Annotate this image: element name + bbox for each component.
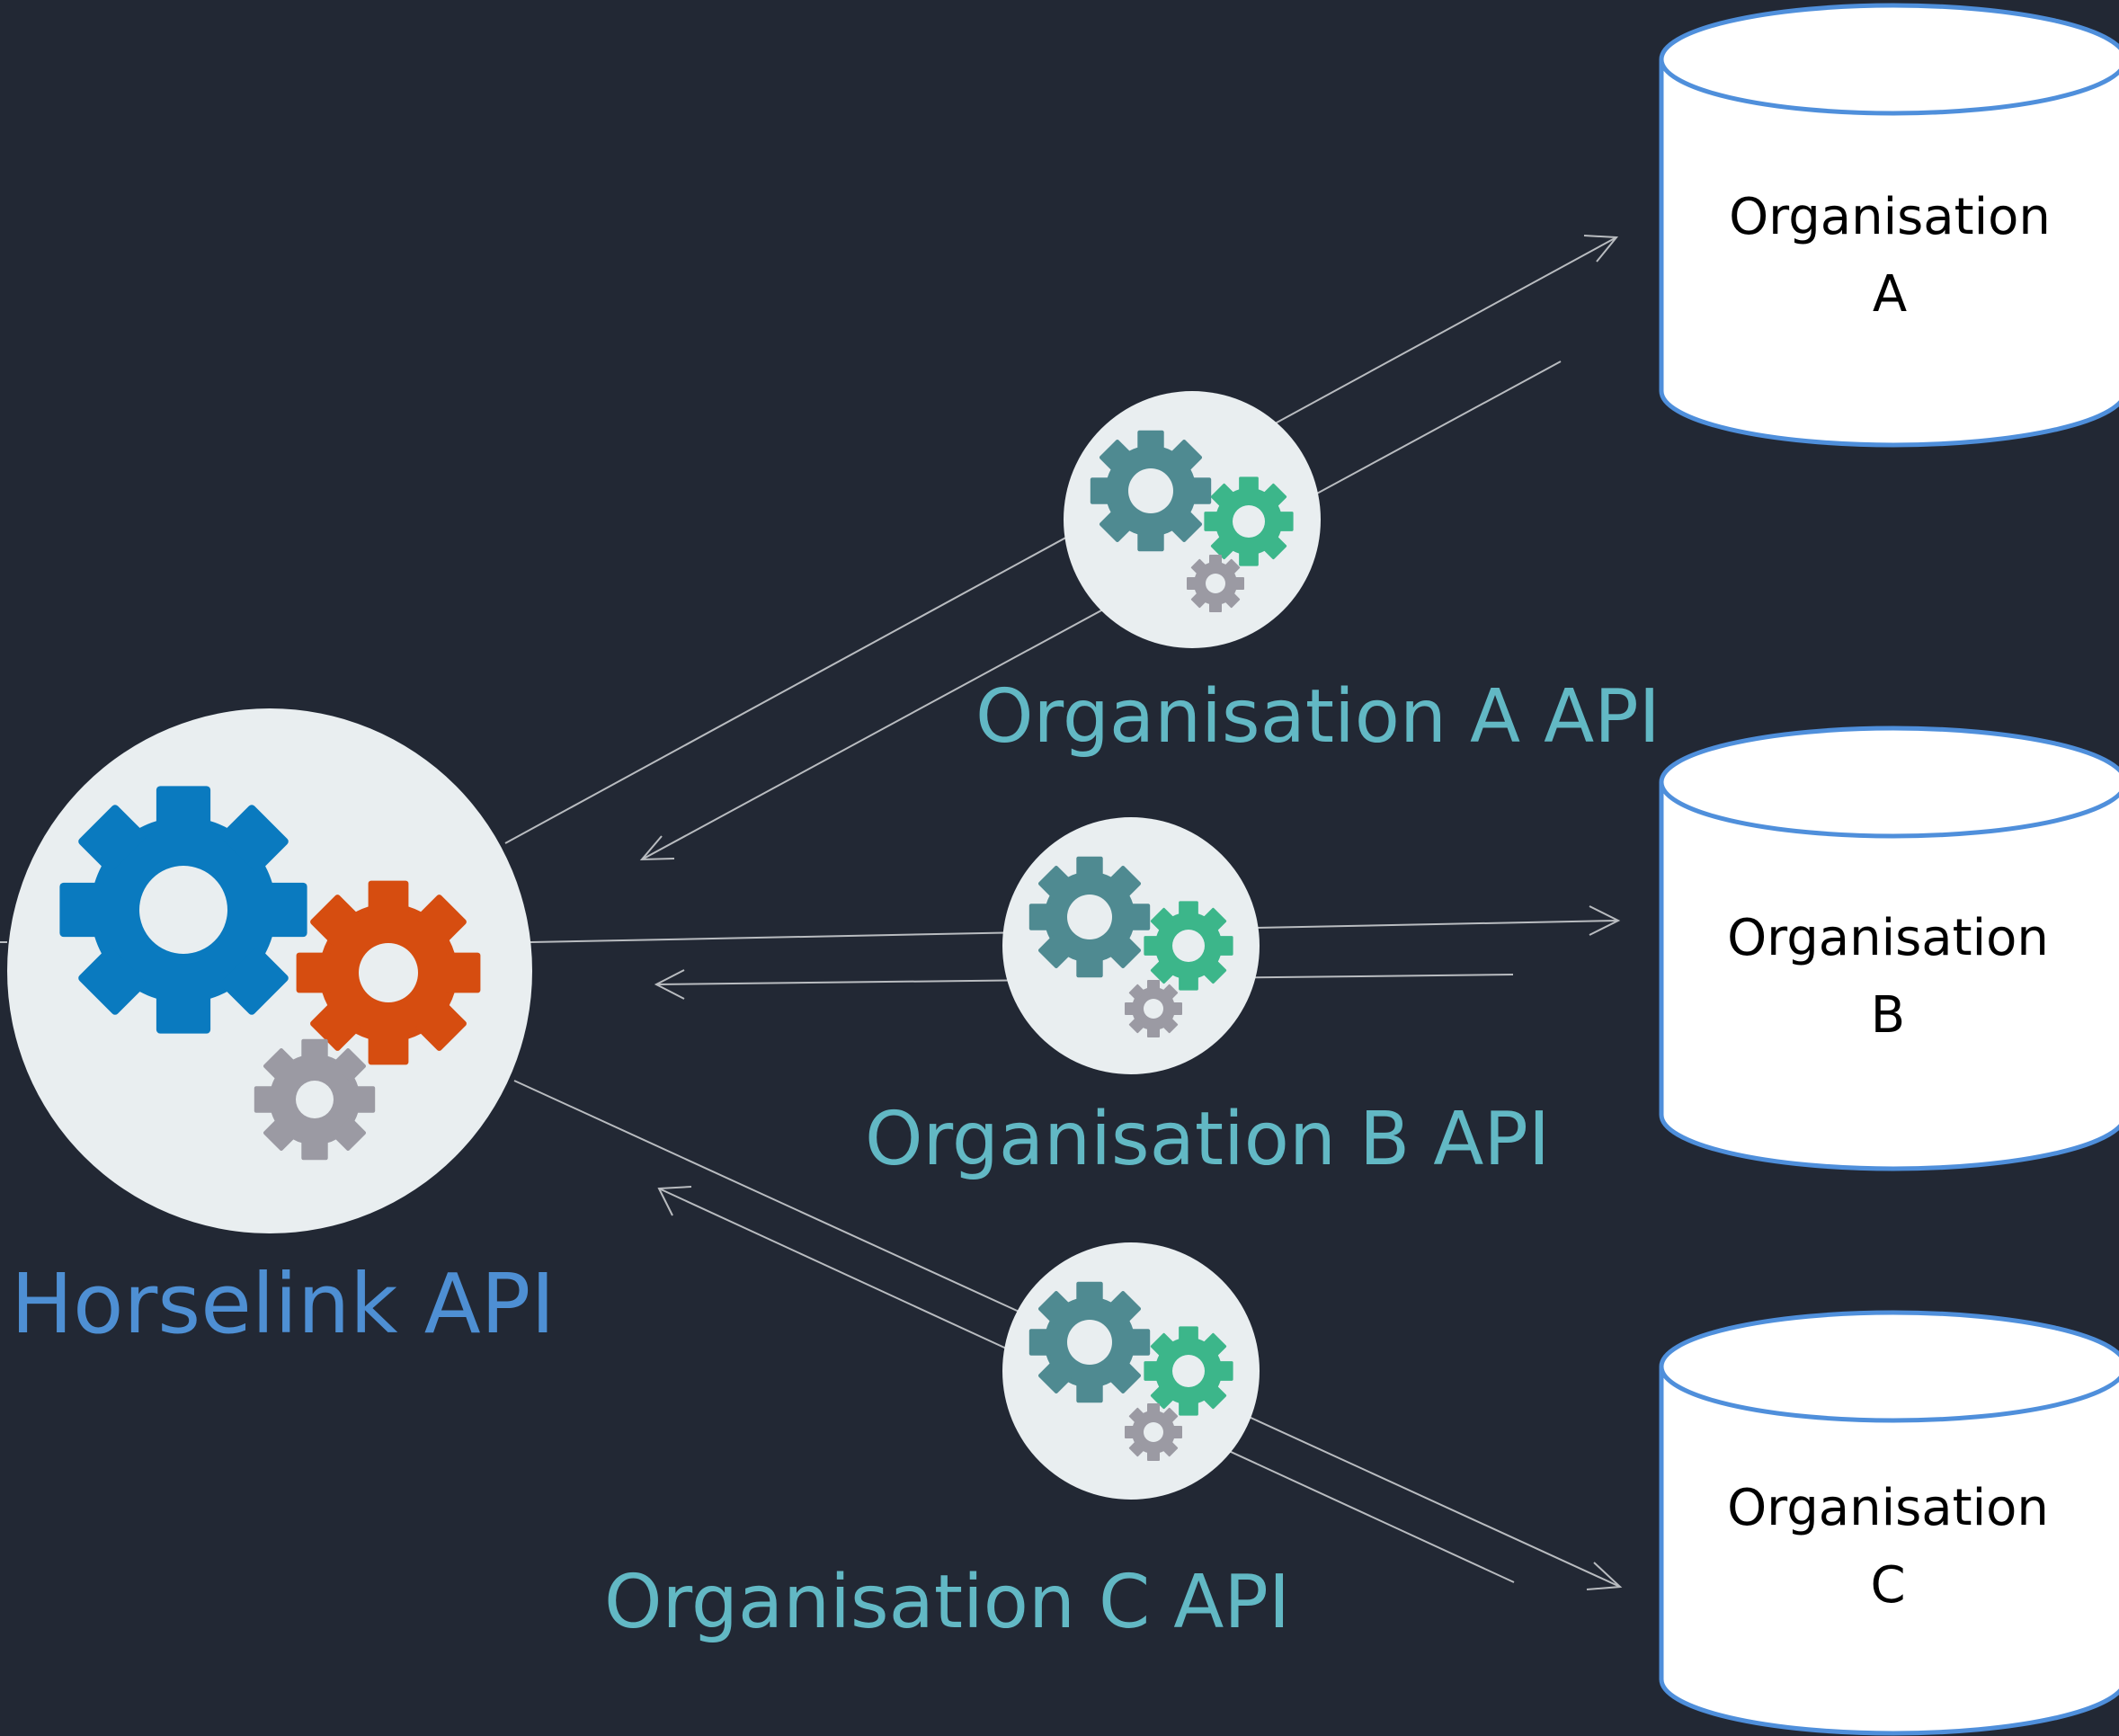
org-a-api-label: Organisation A API [975, 674, 1660, 760]
database-top [1659, 3, 2119, 116]
database-body [1659, 59, 2119, 448]
database-top [1659, 726, 2119, 839]
gears-icon [1028, 856, 1233, 1037]
arrowhead-org-b-in [1589, 905, 1621, 936]
database-org-b: Organisation B [1659, 726, 2119, 1171]
gears-icon [1090, 430, 1294, 612]
gears-icon [59, 786, 481, 1161]
database-label-line1: Organisation [1727, 1479, 2049, 1537]
database-top [1659, 1310, 2119, 1423]
connector-hub-to-org-a [504, 236, 1617, 844]
gears-icon [1028, 1281, 1233, 1461]
arrowhead-hub-from-a [639, 835, 675, 861]
database-label-line2: B [1871, 986, 1905, 1045]
database-label-line1: Organisation [1729, 188, 2051, 246]
database-label-line2: C [1870, 1556, 1905, 1615]
org-c-api-node: Organisation C API [604, 1242, 1290, 1645]
arrowhead-hub-from-b [654, 969, 685, 1000]
org-b-api-label: Organisation B API [865, 1097, 1550, 1182]
arrowhead-hub-from-c [657, 1186, 692, 1216]
database-body [1659, 1367, 2119, 1736]
org-b-api-node: Organisation B API [865, 817, 1550, 1182]
database-org-c: Organisation C [1659, 1310, 2119, 1736]
org-c-api-label: Organisation C API [604, 1560, 1290, 1645]
arrowhead-org-a-in [1583, 235, 1619, 263]
database-body [1659, 782, 2119, 1171]
org-a-api-node: Organisation A API [975, 391, 1660, 760]
database-org-a: Organisation A [1659, 3, 2119, 448]
hub-node: Horselink API [7, 708, 555, 1352]
hub-label: Horselink API [11, 1256, 555, 1352]
database-label-line1: Organisation [1727, 909, 2049, 967]
arrowhead-org-c-in [1586, 1562, 1623, 1590]
database-label-line2: A [1873, 265, 1907, 324]
